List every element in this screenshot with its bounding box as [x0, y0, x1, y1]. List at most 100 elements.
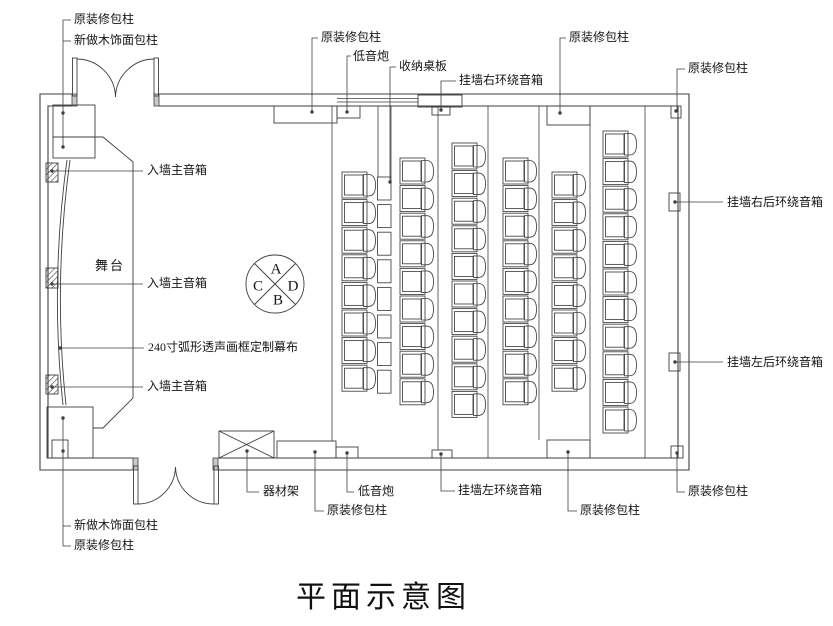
- storage-table-board: [377, 342, 392, 367]
- seat: [341, 364, 376, 392]
- seat: [551, 281, 586, 309]
- leader-dots: [50, 108, 679, 456]
- seat: [399, 378, 434, 406]
- compass-letter-b: B: [272, 292, 284, 309]
- seat: [451, 390, 486, 418]
- seat: [502, 378, 537, 406]
- storage-table-board: [377, 176, 392, 201]
- leader-dot: [61, 145, 65, 149]
- surround-left-speaker: [431, 449, 453, 459]
- seat: [551, 309, 586, 337]
- curved-screen: [56, 159, 71, 406]
- leader-line: [567, 452, 577, 512]
- seat: [551, 171, 586, 199]
- column-block-top-left: [52, 104, 96, 159]
- seat: [602, 158, 637, 186]
- seat: [502, 212, 537, 240]
- leader-line: [62, 418, 71, 547]
- seat: [341, 199, 376, 227]
- leader-dot: [245, 449, 249, 453]
- leader-lines: [52, 19, 723, 547]
- seat: [602, 268, 637, 296]
- theater-seats: [341, 130, 637, 434]
- storage-table-board: [377, 231, 392, 256]
- equipment-rack-cross: [218, 430, 275, 459]
- outer-wall: [39, 93, 690, 471]
- compass-letter-d: D: [287, 278, 299, 295]
- seat: [341, 281, 376, 309]
- seat: [451, 142, 486, 170]
- column-block-bottom-left: [46, 406, 94, 459]
- wrapped-column-top-right: [670, 105, 682, 119]
- stage-label: 舞台: [95, 258, 126, 273]
- leader-dot: [673, 200, 677, 204]
- compass-letter-c: C: [252, 278, 264, 295]
- seat: [341, 171, 376, 199]
- seat: [399, 323, 434, 351]
- seat: [399, 157, 434, 185]
- seat: [602, 130, 637, 158]
- leader-dot: [439, 452, 443, 456]
- seat: [451, 170, 486, 198]
- seat: [451, 197, 486, 225]
- leader-dot: [58, 346, 62, 350]
- storage-table-board: [377, 286, 392, 311]
- seat: [502, 185, 537, 213]
- leader-line: [440, 454, 455, 492]
- storage-table-board: [377, 204, 392, 229]
- seating-dividers: [331, 106, 646, 458]
- leader-dot: [50, 169, 54, 173]
- seat: [451, 225, 486, 253]
- seat: [399, 212, 434, 240]
- leader-dot: [61, 449, 65, 453]
- seat: [602, 213, 637, 241]
- wrapped-column-top-1: [273, 105, 338, 124]
- seat: [451, 252, 486, 280]
- seat: [399, 350, 434, 378]
- leader-dot: [61, 111, 65, 115]
- seat: [502, 267, 537, 295]
- leader-dot: [313, 450, 317, 454]
- entry-door-bottom: [133, 465, 219, 505]
- seat: [399, 295, 434, 323]
- seat: [341, 309, 376, 337]
- leader-dot: [345, 110, 349, 114]
- seat: [451, 335, 486, 363]
- storage-table-board: [377, 259, 392, 284]
- seat: [399, 267, 434, 295]
- seat: [502, 350, 537, 378]
- seat: [451, 363, 486, 391]
- seat: [399, 240, 434, 268]
- seat: [341, 337, 376, 365]
- seat: [602, 240, 637, 268]
- wall-trim: [337, 98, 418, 103]
- leader-line: [346, 453, 354, 493]
- storage-table-board: [377, 314, 392, 339]
- leader-dot: [310, 110, 314, 114]
- leader-line: [62, 19, 71, 147]
- zone-compass: [245, 254, 305, 314]
- seat: [502, 323, 537, 351]
- leader-line: [389, 66, 396, 182]
- leader-dot: [61, 416, 65, 420]
- seat: [502, 157, 537, 185]
- seat: [502, 295, 537, 323]
- inwall-main-speaker-3: [45, 374, 59, 395]
- seat: [451, 308, 486, 336]
- seat: [451, 280, 486, 308]
- door-jambs: [71, 93, 219, 471]
- stage-outline: [53, 136, 134, 429]
- seat: [551, 337, 586, 365]
- wrapped-column-bottom-2: [546, 439, 591, 459]
- seat: [551, 364, 586, 392]
- entry-door-top: [72, 57, 159, 98]
- compass-letter-a: A: [270, 261, 282, 278]
- leader-line: [346, 55, 351, 112]
- seat: [341, 254, 376, 282]
- seat: [551, 199, 586, 227]
- wrapped-column-top-2: [546, 105, 591, 126]
- seat: [602, 323, 637, 351]
- equipment-rack: [218, 430, 275, 459]
